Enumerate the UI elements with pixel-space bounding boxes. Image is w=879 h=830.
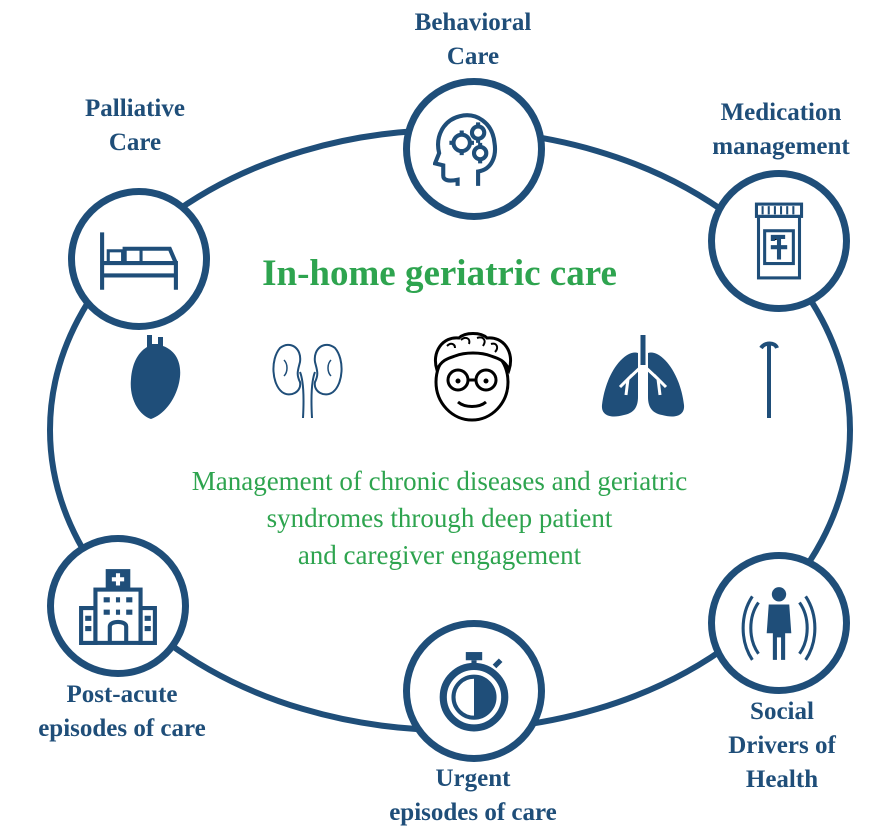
urgent-care-label: Urgent episodes of care [389,765,557,826]
person-waves-icon [741,587,817,661]
urgent-care-node [403,620,545,762]
palliative-care-node [68,188,210,330]
stopwatch-icon [439,652,509,732]
diagram-description: Management of chronic diseases and geria… [100,463,779,574]
post-acute-care-node [47,535,189,677]
heart-icon [130,335,181,419]
hospital-icon [79,569,157,645]
medication-management-label: Medication management [712,99,850,160]
kidneys-icon [272,343,343,419]
diagram-title: In-home geriatric care [262,253,617,294]
cane-icon [759,341,779,418]
description-line-1: Management of chronic diseases and geria… [191,466,688,496]
pill-bottle-icon [754,202,804,280]
social-drivers-node [708,552,850,694]
behavioral-care-label: Behavioral Care [414,9,532,70]
lungs-icon [601,335,685,417]
palliative-care-label: Palliative Care [85,95,185,156]
medication-management-node [708,170,850,312]
description-line-2: syndromes through deep patient [266,503,613,533]
elderly-face-icon [434,332,512,422]
bed-icon [100,232,178,290]
post-acute-care-label: Post-acute episodes of care [38,681,206,742]
description-line-3: and caregiver engagement [297,540,582,570]
behavioral-care-node [403,78,545,220]
social-drivers-label: Social Drivers of Health [728,698,836,793]
head-gears-icon [433,113,498,186]
